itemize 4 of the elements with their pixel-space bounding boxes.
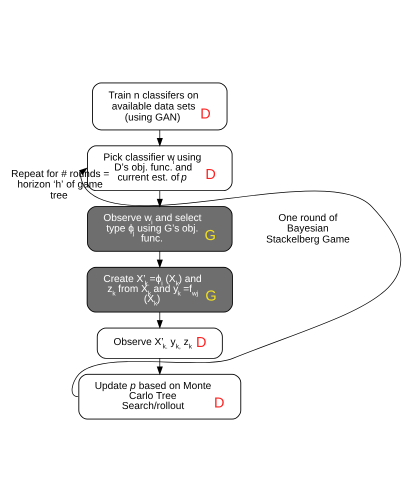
node-box: Observe X’$_{k.}$ y$_{k,}$ z$_{k}$ D xyxy=(96,328,223,359)
label: One round of Bayesian Stackelberg Game xyxy=(266,212,350,246)
node-box: Update p based on Monte Carlo Tree Search/rollout D xyxy=(78,374,242,420)
node-box: Create X’$_{k.}$=ϕ$_{i}$ (X$_{k}$) and z$_{k}$ from X$_{k}$ and y$_{k}$ =f$_{wj}$ (X$_{k}$) G xyxy=(86,266,233,313)
